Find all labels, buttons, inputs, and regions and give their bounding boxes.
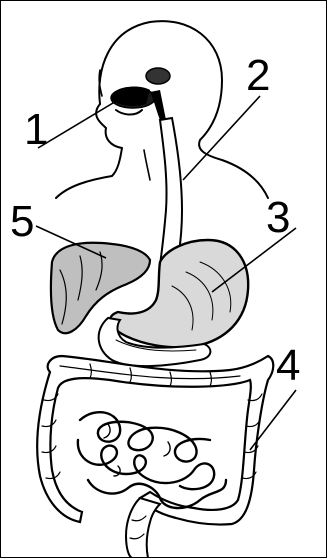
label-3: 3 (266, 193, 290, 242)
mouth-pharynx (111, 68, 170, 120)
label-2: 2 (246, 51, 270, 100)
leader-line-1 (38, 100, 118, 148)
leader-line-2 (183, 96, 260, 180)
label-5: 5 (10, 197, 34, 246)
label-1: 1 (24, 105, 48, 154)
label-4: 4 (276, 341, 300, 390)
rectum (126, 498, 160, 558)
large-intestine (37, 356, 273, 525)
